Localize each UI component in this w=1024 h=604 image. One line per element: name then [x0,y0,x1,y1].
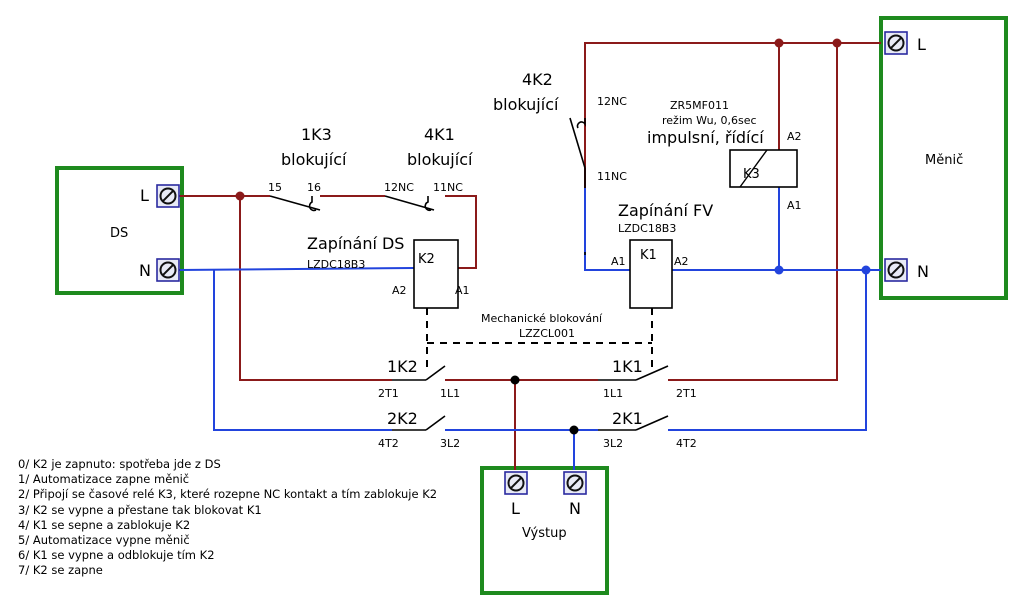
menic-box [879,16,1008,300]
contact-1k3-role: blokující [281,150,347,169]
timer-k3 [729,149,798,188]
contact-4k2-symbol [569,117,586,255]
coil-k1-model: LZDC18B3 [618,222,676,235]
contact-4k1-symbol [384,195,435,212]
contact-1k3-name: 1K3 [301,125,332,144]
menic-terminal-n[interactable] [884,258,908,282]
coil-k1-pin-left: A1 [611,255,626,268]
ds-label-l: L [140,186,149,205]
timer-k3-diagonal [739,149,768,188]
coil-k2-pin-left: A2 [392,284,407,297]
vystup-box [480,466,609,595]
note-line: 6/ K1 se vypne a odblokuje tím K2 [18,548,215,563]
timer-k3-pin-bottom: A1 [787,199,802,212]
main-contacts [392,365,669,431]
interlock-title: Mechanické blokování [481,312,603,325]
contact-2k2-pin-left: 4T2 [378,437,399,450]
contact-4k2-name: 4K2 [522,70,553,89]
contact-2k1-name: 2K1 [612,409,643,428]
contact-1k1-pin-left: 1L1 [603,387,623,400]
contact-1k3-pin-b: 16 [307,181,321,194]
note-line: 0/ K2 je zapnuto: spotřeba jde z DS [18,457,221,471]
note-line: 3/ K2 se vypne a přestane tak blokovat K… [18,502,262,517]
contact-4k2-pin-top: 12NC [597,95,627,108]
menic-label-l: L [917,35,926,54]
contact-1k2-name: 1K2 [387,357,418,376]
contact-4k1-pin-a: 12NC [384,181,414,194]
menic-terminal-l[interactable] [884,31,908,55]
coil-k2 [413,239,459,309]
menic-label-n: N [917,262,929,281]
contact-1k1-name: 1K1 [612,357,643,376]
note-line: 1/ Automatizace zapne měnič [18,472,190,487]
mechanical-interlock [426,308,653,372]
coil-k2-pin-right: A1 [455,284,470,297]
contact-4k1-name: 4K1 [424,125,455,144]
vystup-label-l: L [511,499,520,518]
vystup-terminal-l[interactable] [504,471,528,495]
junction-dots [235,38,871,435]
coil-k1-pin-right: A2 [674,255,689,268]
timer-k3-label: K3 [743,167,760,182]
ds-terminal-l[interactable] [156,184,180,208]
ds-terminal-n[interactable] [156,258,180,282]
note-line: 7/ K2 se zapne [18,563,103,578]
contact-1k1-pin-right: 2T1 [676,387,697,400]
coil-k2-title: Zapínání DS [307,234,404,253]
timer-k3-pin-top: A2 [787,130,802,143]
contact-2k2-pin-right: 3L2 [440,437,460,450]
note-line: 5/ Automatizace vypne měnič [18,533,190,548]
timer-k3-model: ZR5MF011 [670,99,729,112]
timer-k3-mode: režim Wu, 0,6sec [662,114,757,127]
contact-1k3-symbol [269,195,321,212]
note-line: 2/ Připojí se časové relé K3, které roze… [18,487,438,502]
contact-1k2-pin-right: 1L1 [440,387,460,400]
contact-4k1-role: blokující [407,150,473,169]
contact-2k2-name: 2K2 [387,409,418,428]
ds-label-n: N [139,261,151,280]
note-line: 4/ K1 se sepne a zablokuje K2 [18,517,191,532]
coil-k2-label: K2 [418,252,435,267]
contact-4k1-pin-b: 11NC [433,181,463,194]
menic-name: Měnič [925,153,963,168]
timer-k3-function: impulsní, řídící [647,128,764,147]
vystup-label-n: N [569,499,581,518]
contact-1k2-pin-left: 2T1 [378,387,399,400]
vystup-name: Výstup [522,526,567,541]
contact-4k2-pin-bottom: 11NC [597,170,627,183]
contact-2k1-pin-right: 4T2 [676,437,697,450]
contact-1k3-pin-a: 15 [268,181,282,194]
ds-name: DS [110,226,128,241]
contact-2k1-pin-left: 3L2 [603,437,623,450]
coil-k1-title: Zapínání FV [618,201,713,220]
vystup-terminal-n[interactable] [563,471,587,495]
coil-k1-label: K1 [640,248,657,263]
coil-k1 [629,239,673,309]
ds-box [55,166,184,295]
sequence-notes: 0/ K2 je zapnuto: spotřeba jde z DS 1/ A… [18,457,437,579]
neutral-wiring [177,187,881,470]
contact-4k2-role: blokující [493,95,559,114]
coil-k2-model: LZDC18B3 [307,258,365,271]
interlock-model: LZZCL001 [519,327,575,340]
